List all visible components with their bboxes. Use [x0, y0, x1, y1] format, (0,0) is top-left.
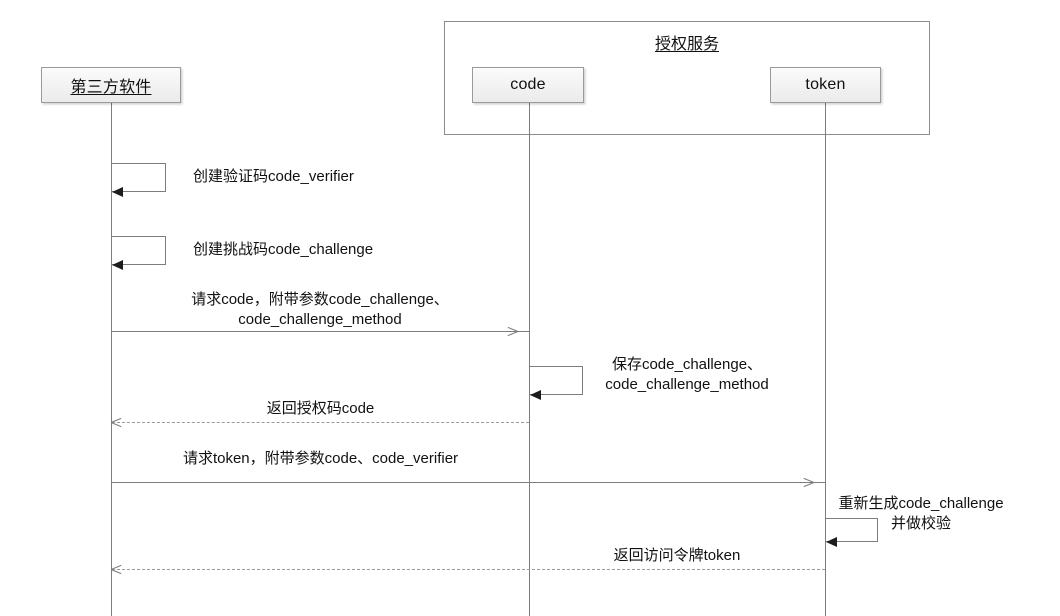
- message-line-request-code: [112, 331, 529, 332]
- message-label-create-verifier: 创建验证码code_verifier: [193, 168, 354, 185]
- arrowhead-regenerate-challenge: [826, 537, 837, 547]
- participant-code-label: code: [510, 76, 546, 93]
- message-label-save-challenge: 保存code_challenge、 code_challenge_method: [605, 356, 769, 394]
- self-call-regenerate-challenge: [825, 518, 878, 542]
- message-label-return-code: 返回授权码code: [266, 400, 375, 417]
- lifeline-token: [825, 103, 826, 616]
- group-title-authorization-service: 授权服务: [654, 36, 719, 53]
- group-frame-authorization-service: [444, 21, 930, 135]
- participant-token-label: token: [805, 76, 846, 93]
- participant-third-party-label: 第三方软件: [70, 79, 152, 96]
- message-line-return-token: [112, 569, 825, 570]
- self-call-save-challenge: [529, 366, 583, 395]
- message-label-request-token: 请求token，附带参数code、code_verifier: [182, 450, 459, 467]
- message-label-return-token: 返回访问令牌token: [613, 547, 741, 564]
- message-label-create-challenge: 创建挑战码code_challenge: [193, 241, 374, 258]
- message-label-request-code: 请求code，附带参数code_challenge、 code_challeng…: [191, 291, 449, 329]
- self-call-create-challenge: [111, 236, 166, 265]
- arrowhead-create-verifier: [112, 187, 123, 197]
- arrowhead-create-challenge: [112, 260, 123, 270]
- self-call-create-verifier: [111, 163, 166, 192]
- arrowhead-save-challenge: [530, 390, 541, 400]
- participant-third-party[interactable]: 第三方软件: [41, 67, 181, 103]
- participant-code[interactable]: code: [472, 67, 584, 103]
- message-line-return-code: [112, 422, 529, 423]
- message-line-request-token: [112, 482, 825, 483]
- lifeline-third-party: [111, 102, 112, 616]
- message-label-regenerate-challenge: 重新生成code_challenge 并做校验: [838, 495, 1004, 533]
- participant-token[interactable]: token: [770, 67, 881, 103]
- lifeline-code: [529, 103, 530, 616]
